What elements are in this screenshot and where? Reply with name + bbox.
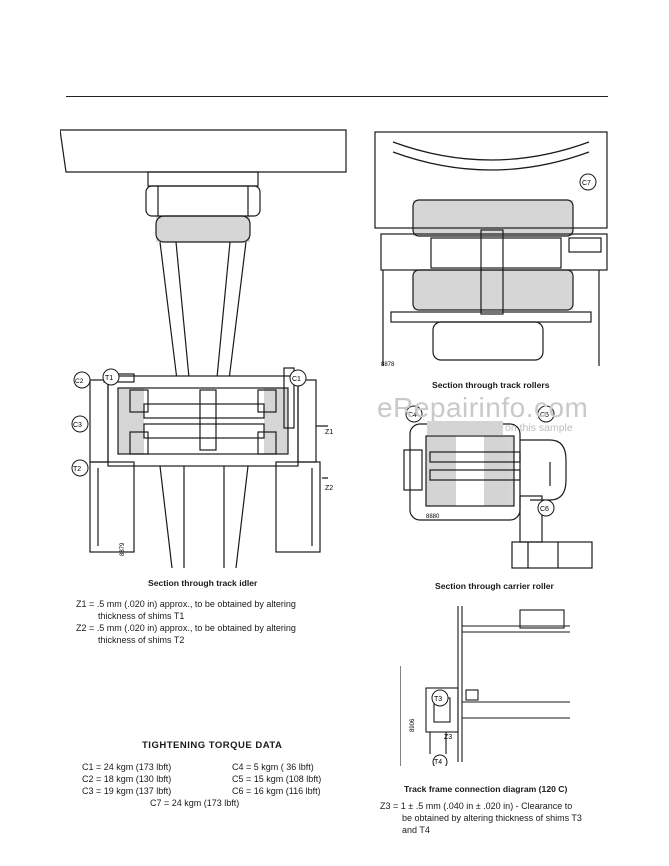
callout-c2: C2	[75, 378, 84, 385]
caption-track-idler: Section through track idler	[148, 578, 258, 588]
caption-track-rollers: Section through track rollers	[432, 380, 550, 390]
note-z1-cont: thickness of shims T1	[98, 611, 185, 621]
note-z2-text: (.020 in) approx., to be obtained by alt…	[124, 623, 296, 633]
note-z1-text: (.020 in) approx., to be obtained by alt…	[124, 599, 296, 609]
note-z3-cont1: be obtained by altering thickness of shi…	[402, 813, 582, 823]
header-rule	[66, 96, 608, 97]
caption-track-frame: Track frame connection diagram (120 C)	[404, 784, 568, 794]
note-z2: Z2 = .5 mm (.020 in) approx., to be obta…	[76, 622, 346, 646]
torque-c2: C2 = 18 kgm (130 lbft)	[82, 774, 172, 784]
note-z2-cont: thickness of shims T2	[98, 635, 185, 645]
callout-z3: Z3	[444, 734, 452, 741]
callout-t2: T2	[73, 466, 81, 473]
track-idler-drawing: C2 T1 C1 C3 T2 Z1 Z2 8879	[60, 129, 347, 569]
callout-t3: T3	[434, 696, 442, 703]
caption-carrier-roller: Section through carrier roller	[435, 581, 554, 591]
figure-number-idler: 8879	[120, 542, 126, 556]
watermark-box	[427, 421, 503, 435]
torque-c7: C7 = 24 kgm (173 lbft)	[150, 798, 240, 808]
watermark-sub: on this sample	[505, 422, 573, 434]
callout-c3: C3	[73, 422, 82, 429]
track-rollers-drawing: C7 8878	[374, 131, 608, 368]
callout-c6: C6	[540, 506, 549, 513]
torque-c1: C1 = 24 kgm (173 lbft)	[82, 762, 172, 772]
note-z1: Z1 = .5 mm (.020 in) approx., to be obta…	[76, 598, 346, 622]
note-z3: Z3 = 1 ± .5 mm (.040 in ± .020 in) - Cle…	[380, 800, 608, 836]
callout-c4: C4	[408, 412, 417, 419]
callout-c1: C1	[292, 376, 301, 383]
figure-number-rollers: 8878	[381, 362, 395, 368]
torque-title: TIGHTENING TORQUE DATA	[142, 740, 283, 751]
torque-c4: C4 = 5 kgm ( 36 lbft)	[232, 762, 314, 772]
figure-number-carrier: 8880	[426, 514, 440, 520]
callout-z2: Z2	[325, 485, 333, 492]
note-z3-cont2: and T4	[402, 825, 430, 835]
track-frame-drawing: T3 Z3 T4 8906	[400, 606, 570, 766]
torque-c5: C5 = 15 kgm (108 lbft)	[232, 774, 322, 784]
note-z3-text: Z3 = 1 ± .5 mm (.040 in ± .020 in) - Cle…	[380, 801, 573, 811]
figure-number-frame: 8906	[410, 718, 416, 732]
callout-c7: C7	[582, 180, 591, 187]
watermark-site: eRepairinfo.com	[377, 392, 589, 423]
callout-z1: Z1	[325, 429, 333, 436]
callout-t1: T1	[105, 375, 113, 382]
callout-t4: T4	[434, 759, 442, 766]
note-z1-symbol: Z1 = .5 mm	[76, 599, 122, 609]
callout-c5: C5	[540, 412, 549, 419]
torque-c3: C3 = 19 kgm (137 lbft)	[82, 786, 172, 796]
note-z2-symbol: Z2 = .5 mm	[76, 623, 122, 633]
torque-c6: C6 = 16 kgm (116 lbft)	[232, 786, 321, 796]
